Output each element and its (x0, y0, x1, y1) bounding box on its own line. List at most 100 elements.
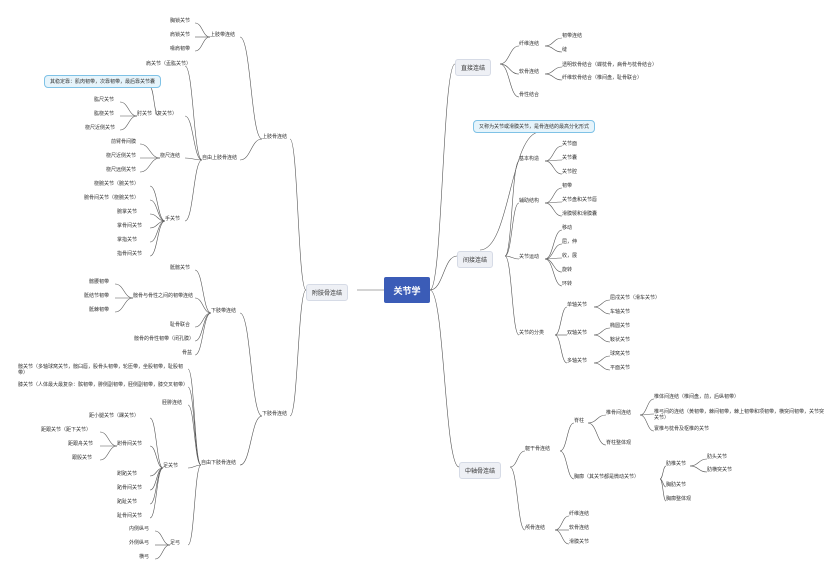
node-jing[interactable]: 胫腓连结 (162, 400, 183, 406)
node-duozhou-item[interactable]: 平面关节 (610, 365, 631, 371)
node-fuzhu-item[interactable]: 滑膜襞和滑膜囊 (562, 211, 598, 217)
node-yundong-item[interactable]: 旋转 (562, 267, 573, 273)
node-zugong[interactable]: 足弓 (170, 540, 181, 546)
node-kuan[interactable]: 髋关节（多轴球窝关节，髋臼唇，股骨头韧带，轮匝带，坐股韧带，耻股韧带） (18, 364, 184, 376)
node-zu-item[interactable]: 跗跖关节 (117, 471, 138, 477)
node-zu-item[interactable]: 跗骨间关节 (117, 441, 143, 447)
node-zu-item[interactable]: 跖趾关节 (117, 499, 138, 505)
node-fenlei[interactable]: 关节的分类 (519, 330, 545, 336)
node-zhou-item[interactable]: 肱桡关节 (94, 111, 115, 117)
node-zhuigu-lianjie-item[interactable]: 椎弓间的连结（黄韧带，棘间韧带，棘上韧带和项韧带，横突间韧带，关节突关节） (654, 409, 825, 421)
node-shou-item[interactable]: 桡腕关节（腕关节） (94, 181, 140, 187)
node-zhou-item[interactable]: 桡尺近侧关节 (85, 125, 116, 131)
node-ziyou-xia[interactable]: 自由下肢骨连结 (201, 460, 237, 466)
node-qianbi-item[interactable]: 桡尺近侧关节 (106, 153, 137, 159)
node-zu-sub[interactable]: 距跟舟关节 (68, 441, 94, 447)
node-dai-b[interactable]: 耻骨联合 (170, 322, 191, 328)
node-jiben[interactable]: 基本构造 (519, 156, 540, 162)
branch-jianjie[interactable]: 间接连结 (457, 251, 494, 268)
node-jiben-item[interactable]: 关节腔 (562, 169, 578, 175)
node-yundong-item[interactable]: 收，展 (562, 253, 578, 259)
node-leigu-item[interactable]: 肋横突关节 (707, 467, 733, 473)
node-shou-item[interactable]: 掌骨间关节 (117, 223, 143, 229)
node-zu-item[interactable]: 趾骨间关节 (117, 513, 143, 519)
node-ren-item[interactable]: 骶结节韧带 (84, 293, 110, 299)
node-xianwei-item[interactable]: 韧带连结 (562, 33, 583, 39)
node-xionglong-zhenti[interactable]: 胸廓整体观 (666, 496, 692, 502)
node-fuzhu-item[interactable]: 韧带 (562, 183, 573, 189)
node-jian[interactable]: 肩关节（盂肱关节） (146, 61, 192, 67)
node-danzhou-item[interactable]: 车轴关节 (610, 309, 631, 315)
node-ruangu[interactable]: 软骨连结 (519, 69, 540, 75)
node-yundong-item[interactable]: 屈，伸 (562, 239, 578, 245)
node-qianbi-item[interactable]: 桡尺远侧关节 (106, 167, 137, 173)
node-zhou-item[interactable]: 肱尺关节 (94, 97, 115, 103)
node-zhuigu-lianjie[interactable]: 椎骨间连结 (606, 410, 632, 416)
node-ruangu-item[interactable]: 纤维软骨结合（椎间盘，耻骨联合） (562, 75, 643, 81)
node-zu-sub[interactable]: 距跟关节（距下关节） (41, 427, 92, 433)
node-duozhou[interactable]: 多轴关节 (567, 358, 588, 364)
node-zhuigu[interactable]: 脊柱 (574, 418, 585, 424)
node-qugan[interactable]: 躯干骨连结 (525, 446, 551, 452)
node-shangzhi-dai-item[interactable]: 喙肩韧带 (170, 46, 191, 52)
node-zu[interactable]: 足关节 (163, 463, 179, 469)
node-xianwei[interactable]: 纤维连结 (519, 41, 540, 47)
node-danzhou[interactable]: 单轴关节 (567, 302, 588, 308)
node-leigu-item[interactable]: 肋头关节 (707, 454, 728, 460)
node-lugu[interactable]: 颅骨连结 (525, 525, 546, 531)
node-yundong-item[interactable]: 环转 (562, 281, 573, 287)
node-zugong-item[interactable]: 横弓 (139, 554, 150, 560)
node-zu-item[interactable]: 距小腿关节（踝关节） (89, 413, 140, 419)
node-zugong-item[interactable]: 内侧纵弓 (129, 526, 150, 532)
node-shou-item[interactable]: 掌指关节 (117, 237, 138, 243)
node-xionglong[interactable]: 胸廓（其关节都是微动关节） (574, 474, 640, 480)
node-jiben-item[interactable]: 关节面 (562, 141, 578, 147)
node-lugu-item[interactable]: 软骨连结 (569, 525, 590, 531)
node-jiben-item[interactable]: 关节囊 (562, 155, 578, 161)
node-yundong[interactable]: 关节运动 (519, 254, 540, 260)
node-shangzhi-dai-item[interactable]: 肩锁关节 (170, 32, 191, 38)
node-dai-b[interactable]: 骨盆 (182, 350, 193, 356)
node-shangzhi[interactable]: 上肢骨连结 (262, 134, 288, 140)
node-shangzhi-dai-item[interactable]: 胸锁关节 (170, 18, 191, 24)
node-zugong-item[interactable]: 外侧纵弓 (129, 540, 150, 546)
node-zhuigu-lianjie-item[interactable]: 寰椎与枕骨及枢椎的关节 (654, 426, 710, 432)
node-xiazhi-dai[interactable]: 下肢带连结 (211, 308, 237, 314)
node-yundong-item[interactable]: 移动 (562, 225, 573, 231)
node-xiazhi[interactable]: 下肢骨连结 (262, 411, 288, 417)
branch-zhijie[interactable]: 直接连结 (455, 59, 492, 76)
node-zhenti[interactable]: 脊柱整体观 (606, 440, 632, 446)
branch-fushu[interactable]: 附肢骨连结 (306, 284, 349, 301)
node-ren-item[interactable]: 髂腰韧带 (89, 279, 110, 285)
node-leigu[interactable]: 肋椎关节 (666, 461, 687, 467)
node-zhuigu-lianjie-item[interactable]: 椎体间连结（椎间盘，前，后纵韧带） (654, 394, 740, 400)
node-shangzhi-dai[interactable]: 上肢带连结 (210, 32, 236, 38)
node-qianbi[interactable]: 桡尺连结 (160, 153, 181, 159)
node-dai-b[interactable]: 髋骨的骨性韧带（闭孔膜） (134, 336, 195, 342)
root-node[interactable]: 关节学 (384, 277, 430, 303)
node-lugu-item[interactable]: 纤维连结 (569, 511, 590, 517)
node-shou[interactable]: 手关节 (165, 216, 181, 222)
node-xianwei-item[interactable]: 缝 (562, 47, 568, 53)
node-xi[interactable]: 膝关节（人体最大最复杂：髌韧带，腓侧副韧带，胫侧副韧带，膝交叉韧带） (18, 382, 189, 388)
node-zhou[interactable]: 肘关节（复关节） (137, 111, 178, 117)
node-gu[interactable]: 骨性结合 (519, 92, 540, 98)
node-ren-item[interactable]: 骶棘韧带 (89, 307, 110, 313)
node-zu-sub[interactable]: 跟骰关节 (72, 455, 93, 461)
node-zu-item[interactable]: 跖骨间关节 (117, 485, 143, 491)
node-shou-item[interactable]: 腕掌关节 (117, 209, 138, 215)
node-shou-item[interactable]: 腕骨间关节（桡腕关节） (84, 195, 140, 201)
node-danzhou-item[interactable]: 屈戌关节（滑车关节） (610, 295, 661, 301)
node-xionglei[interactable]: 胸肋关节 (666, 482, 687, 488)
node-shuangzhou-item[interactable]: 鞍状关节 (610, 337, 631, 343)
node-dai-a[interactable]: 骶髂关节 (170, 265, 191, 271)
node-fuzhu[interactable]: 辅助结构 (519, 198, 540, 204)
node-shou-item[interactable]: 指骨间关节 (117, 251, 143, 257)
node-fuzhu-item[interactable]: 关节盘和关节唇 (562, 197, 598, 203)
node-ziyou-shang[interactable]: 自由上肢骨连结 (202, 155, 238, 161)
node-shuangzhou[interactable]: 双轴关节 (567, 330, 588, 336)
node-shuangzhou-item[interactable]: 椭圆关节 (610, 323, 631, 329)
node-ruangu-item[interactable]: 透明软骨结合（蝶枕骨，病骨与枕骨结合） (562, 62, 658, 68)
branch-zhouti[interactable]: 中轴骨连结 (459, 462, 502, 479)
node-lugu-item[interactable]: 滑膜关节 (569, 539, 590, 545)
